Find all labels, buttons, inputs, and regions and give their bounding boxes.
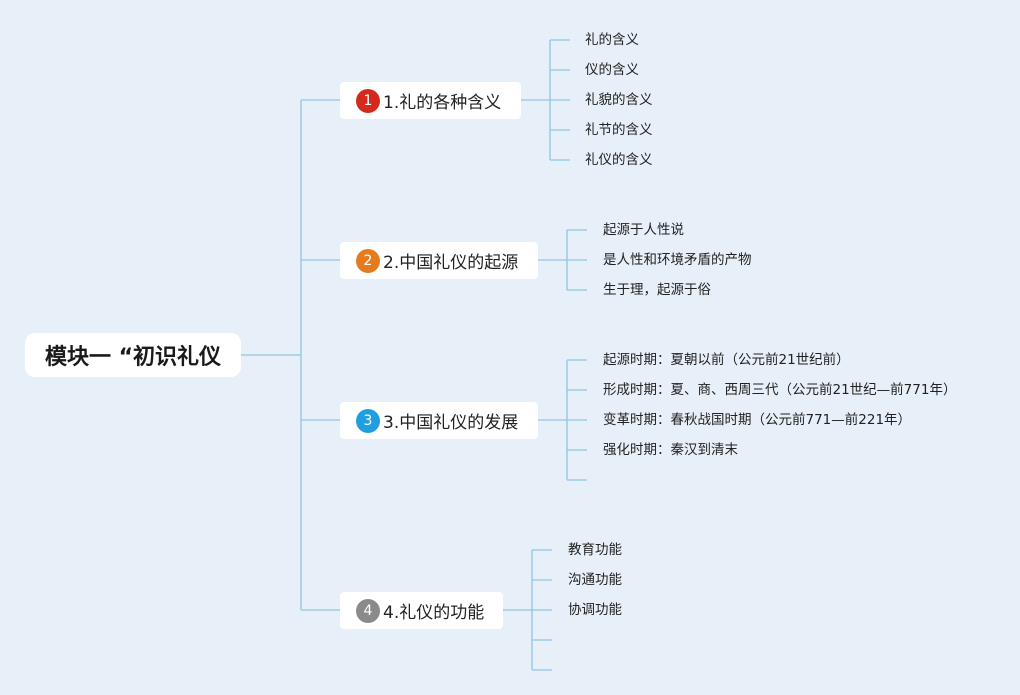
branch-label: 3.中国礼仪的发展 xyxy=(383,413,519,433)
number-badge-icon: 1 xyxy=(356,88,380,113)
leaf-topic[interactable]: 强化时期：秦汉到清末 xyxy=(603,442,738,458)
leaf-topic[interactable]: 协调功能 xyxy=(568,602,622,618)
leaf-topic[interactable]: 仪的含义 xyxy=(585,62,639,78)
number-badge-icon: 3 xyxy=(356,408,380,433)
leaf-topic[interactable]: 沟通功能 xyxy=(568,572,622,588)
leaf-topic[interactable]: 是人性和环境矛盾的产物 xyxy=(603,252,752,268)
branch-topic-1[interactable]: 1 1.礼的各种含义 xyxy=(340,82,521,119)
leaf-topic[interactable]: 生于理，起源于俗 xyxy=(603,282,711,298)
leaf-topic[interactable]: 礼的含义 xyxy=(585,32,639,48)
leaf-topic[interactable]: 礼节的含义 xyxy=(585,122,653,138)
branch-topic-2[interactable]: 2 2.中国礼仪的起源 xyxy=(340,242,538,279)
branch-topic-3[interactable]: 3 3.中国礼仪的发展 xyxy=(340,402,538,439)
leaf-topic[interactable]: 变革时期：春秋战国时期（公元前771—前221年） xyxy=(603,412,912,428)
number-badge-icon: 2 xyxy=(356,248,380,273)
branch-label: 2.中国礼仪的起源 xyxy=(383,253,519,273)
root-topic-label: 模块一 “初识礼仪 xyxy=(44,345,222,370)
number-badge-icon: 4 xyxy=(356,598,380,623)
branch-label: 4.礼仪的功能 xyxy=(383,603,485,623)
branch-label: 1.礼的各种含义 xyxy=(383,93,502,113)
leaf-topic[interactable]: 起源时期：夏朝以前（公元前21世纪前） xyxy=(603,352,850,368)
branch-topic-4[interactable]: 4 4.礼仪的功能 xyxy=(340,592,503,629)
leaf-topic[interactable]: 起源于人性说 xyxy=(603,222,684,238)
leaf-topic[interactable]: 礼貌的含义 xyxy=(585,92,653,108)
leaf-topic[interactable]: 形成时期：夏、商、西周三代（公元前21世纪—前771年） xyxy=(603,382,957,398)
root-topic[interactable]: 模块一 “初识礼仪 xyxy=(25,333,241,377)
leaf-topic[interactable]: 教育功能 xyxy=(568,542,622,558)
leaf-topic[interactable]: 礼仪的含义 xyxy=(585,152,653,168)
